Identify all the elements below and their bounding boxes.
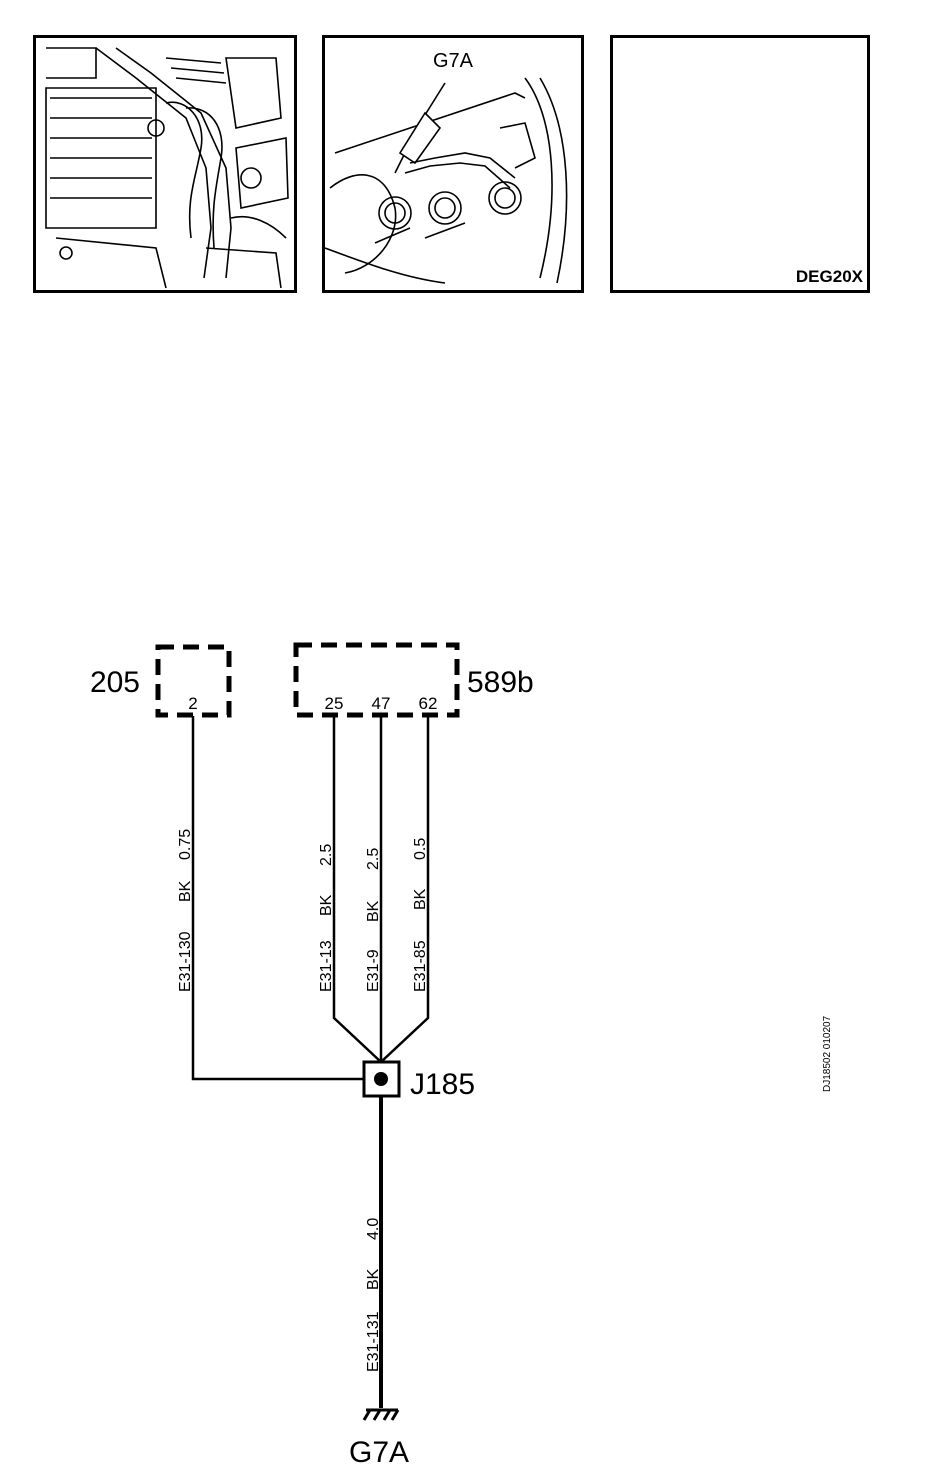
wire-e31-9-size: 2.5: [365, 848, 382, 870]
component-589b-label: 589b: [467, 666, 534, 699]
component-205-label: 205: [90, 666, 140, 699]
wire-e31-13: [332, 716, 382, 1063]
wire-e31-13-size: 2.5: [318, 844, 335, 866]
wire-e31-131-size: 4.0: [365, 1218, 382, 1240]
wire-e31-130-circuit: E31-130: [177, 931, 194, 992]
wire-e31-130: [191, 716, 364, 1081]
ground-symbol: [362, 1408, 400, 1421]
component-205-pin: 2: [188, 694, 197, 713]
photo-engine-bay: [33, 35, 297, 293]
wire-e31-13-color: BK: [318, 894, 335, 916]
wire-e31-13-circuit: E31-13: [318, 940, 335, 992]
component-589b-box: [293, 642, 460, 718]
wire-e31-130-size: 0.75: [177, 829, 194, 860]
component-205-box: [155, 644, 232, 718]
photo-label-g7a: G7A: [432, 50, 474, 72]
photo-ground-location: G7A: [322, 35, 584, 293]
wire-e31-130-color: BK: [177, 880, 194, 902]
splice-j185-label: J185: [410, 1068, 475, 1101]
wire-e31-85-circuit: E31-85: [412, 940, 429, 992]
wire-e31-9-color: BK: [365, 900, 382, 922]
ground-label: G7A: [349, 1436, 409, 1469]
wire-e31-85-size: 0.5: [412, 838, 429, 860]
component-589b-pin-47: 47: [372, 694, 391, 713]
wire-e31-9-circuit: E31-9: [365, 949, 382, 992]
document-code: DJ18502 010207: [822, 1015, 833, 1092]
photo-label-deg20x: DEG20X: [795, 267, 863, 286]
photo-blank: DEG20X: [610, 35, 870, 293]
wire-e31-131-color: BK: [365, 1268, 382, 1290]
splice-j185-dot: [374, 1072, 388, 1086]
engine-bay-illustration: [45, 47, 289, 289]
wire-e31-85: [380, 716, 430, 1063]
wire-e31-131-circuit: E31-131: [365, 1311, 382, 1372]
wire-e31-85-color: BK: [412, 888, 429, 910]
component-589b-pin-62: 62: [419, 694, 438, 713]
ground-location-illustration: [325, 77, 568, 284]
component-589b-pin-25: 25: [325, 694, 344, 713]
